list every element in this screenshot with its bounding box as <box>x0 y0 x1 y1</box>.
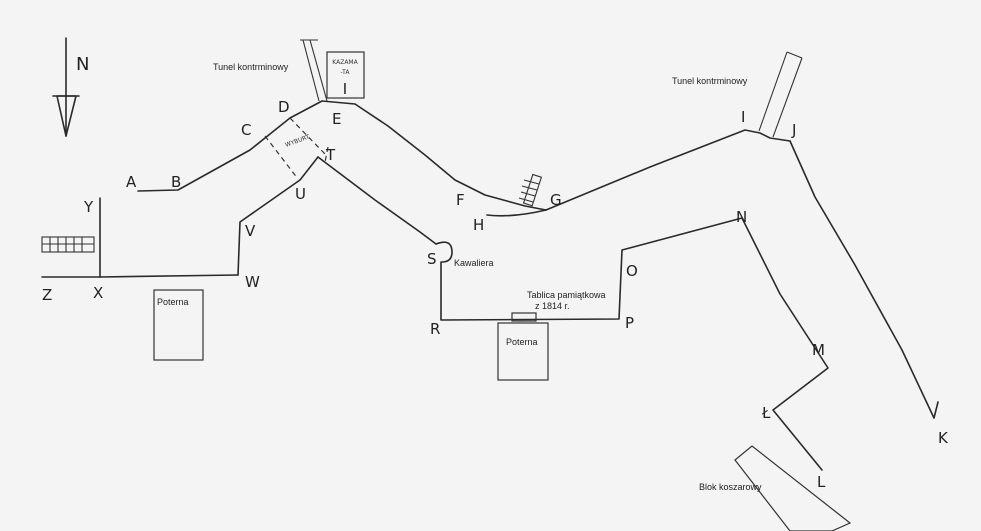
point-t: T <box>325 146 336 164</box>
point-p: P <box>625 314 634 332</box>
plaque-label-1: Tablica pamiątkowa <box>527 290 606 300</box>
kazamata-label-top: KAZAMA <box>332 59 358 66</box>
tunnel-left <box>300 39 328 102</box>
poterna-mid-label: Poterna <box>506 337 538 347</box>
barracks-block <box>734 445 852 531</box>
point-x: X <box>93 284 103 302</box>
wall-t-to-s <box>317 156 437 245</box>
point-n: N <box>736 208 747 226</box>
tunnel-right <box>758 51 803 138</box>
point-i: I <box>741 108 745 126</box>
point-m: M <box>812 341 825 359</box>
point-o: O <box>626 262 638 280</box>
tunnel-left-label: Tunel kontrminowy <box>213 62 289 72</box>
point-k: K <box>938 429 949 447</box>
tunnel-right-label: Tunel kontrminowy <box>672 76 748 86</box>
poterna-left-label: Poterna <box>157 297 189 307</box>
plaque-label-2: z 1814 r. <box>535 301 570 311</box>
north-letter: N <box>76 54 89 75</box>
point-j: J <box>791 121 796 139</box>
poterna-mid-box <box>497 322 549 381</box>
kazamata-number: I <box>343 80 347 98</box>
point-r: R <box>430 320 440 338</box>
wall-t-u-v-w <box>237 156 319 276</box>
wyburt-label: WYBURT <box>284 133 311 148</box>
kazamata-label-mid: -TA <box>341 69 351 76</box>
point-s: S <box>427 250 437 268</box>
wall-w-x-z <box>41 274 239 278</box>
north-arrow-icon <box>52 37 80 137</box>
point-a: A <box>126 173 137 191</box>
point-f: F <box>456 191 465 209</box>
kazamata-box <box>326 51 365 99</box>
wall-h-curve <box>486 209 547 217</box>
barracks-label: Blok koszarowy <box>699 482 762 492</box>
wall-j-to-k <box>789 140 939 419</box>
point-v: V <box>245 222 256 240</box>
kawaliera-label: Kawaliera <box>454 258 494 268</box>
stairs-g-icon <box>518 173 543 207</box>
wall-s-r-p-o-n <box>440 217 829 471</box>
wall-a-to-e <box>137 100 547 211</box>
point-g: G <box>550 191 562 209</box>
point-u: U <box>295 185 306 203</box>
plaque-marker <box>511 312 537 322</box>
point-h: H <box>473 216 484 234</box>
point-y: Y <box>83 198 94 216</box>
stairs-y-icon <box>41 236 95 253</box>
poterna-left-box <box>153 289 204 361</box>
point-l: L <box>817 473 826 491</box>
wall-g-to-j <box>545 129 791 211</box>
point-b: B <box>171 173 181 191</box>
point-w: W <box>245 273 260 291</box>
point-z: Z <box>42 286 52 304</box>
point-d: D <box>278 98 290 116</box>
point-c: C <box>241 121 251 139</box>
kawaliera-arc <box>435 241 453 263</box>
point-l-stroke: Ł <box>761 404 771 422</box>
point-e: E <box>332 110 341 128</box>
wyburt-passage <box>264 117 329 180</box>
